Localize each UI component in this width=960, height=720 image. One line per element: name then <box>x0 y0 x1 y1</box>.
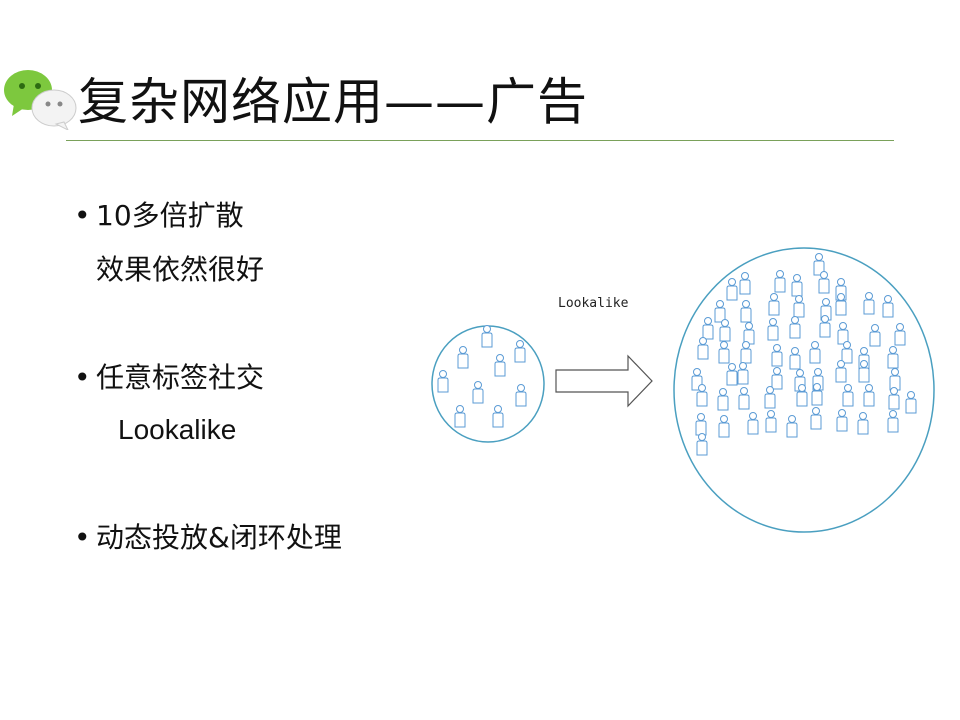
person-icon <box>819 315 831 338</box>
person-icon <box>810 407 822 430</box>
person-icon <box>841 341 853 364</box>
expanded-audience-circle <box>673 247 935 533</box>
person-icon <box>894 323 906 346</box>
person-icon <box>869 324 881 347</box>
bullet-text: 效果依然很好 <box>96 253 265 286</box>
person-icon <box>863 292 875 315</box>
person-icon <box>857 412 869 435</box>
person-icon <box>765 410 777 433</box>
person-icon <box>702 317 714 340</box>
person-icon <box>767 318 779 341</box>
person-icon <box>437 370 449 393</box>
person-icon <box>796 384 808 407</box>
person-icon <box>696 384 708 407</box>
bullet-1: •10多倍扩散 效果依然很好 <box>74 196 264 290</box>
person-icon <box>863 384 875 407</box>
person-icon <box>811 383 823 406</box>
person-icon <box>726 278 738 301</box>
person-icon <box>889 368 901 391</box>
person-icon <box>454 405 466 428</box>
person-icon <box>858 360 870 383</box>
person-icon <box>743 322 755 345</box>
bullet-text: 任意标签社交 <box>96 361 265 394</box>
bullet-2: •任意标签社交 Lookalike <box>74 358 264 450</box>
person-icon <box>882 295 894 318</box>
bullet-text: Lookalike <box>118 414 237 445</box>
title-divider <box>66 140 894 141</box>
person-icon <box>771 367 783 390</box>
person-icon <box>740 300 752 323</box>
arrow-icon <box>555 354 653 408</box>
person-icon <box>726 363 738 386</box>
person-icon <box>718 341 730 364</box>
person-icon <box>515 384 527 407</box>
person-icon <box>481 325 493 348</box>
person-icon <box>786 415 798 438</box>
person-icon <box>842 384 854 407</box>
person-icon <box>835 293 847 316</box>
person-icon <box>718 415 730 438</box>
person-icon <box>697 337 709 360</box>
person-icon <box>888 387 900 410</box>
arrow-label: Lookalike <box>558 296 629 311</box>
person-icon <box>696 433 708 456</box>
person-icon <box>905 391 917 414</box>
person-icon <box>768 293 780 316</box>
person-icon <box>789 347 801 370</box>
person-icon <box>714 300 726 323</box>
person-icon <box>764 386 776 409</box>
person-icon <box>887 410 899 433</box>
bullet-3: •动态投放&闭环处理 <box>74 521 342 554</box>
person-icon <box>809 341 821 364</box>
person-icon <box>771 344 783 367</box>
wechat-logo-icon <box>2 66 78 134</box>
person-icon <box>791 274 803 297</box>
person-icon <box>837 322 849 345</box>
person-icon <box>717 388 729 411</box>
bullet-text: 10多倍扩散 <box>96 199 244 232</box>
person-icon <box>747 412 759 435</box>
person-icon <box>836 409 848 432</box>
person-icon <box>818 271 830 294</box>
person-icon <box>738 387 750 410</box>
person-icon <box>774 270 786 293</box>
person-icon <box>514 340 526 363</box>
person-icon <box>494 354 506 377</box>
person-icon <box>457 346 469 369</box>
person-icon <box>737 362 749 385</box>
person-icon <box>739 272 751 295</box>
person-icon <box>492 405 504 428</box>
slide-title: 复杂网络应用——广告 <box>78 73 588 131</box>
person-icon <box>472 381 484 404</box>
person-icon <box>793 295 805 318</box>
person-icon <box>887 346 899 369</box>
person-icon <box>695 413 707 436</box>
person-icon <box>740 341 752 364</box>
person-icon <box>813 253 825 276</box>
person-icon <box>835 360 847 383</box>
person-icon <box>719 319 731 342</box>
bullet-text: 动态投放&闭环处理 <box>96 521 342 554</box>
person-icon <box>789 316 801 339</box>
